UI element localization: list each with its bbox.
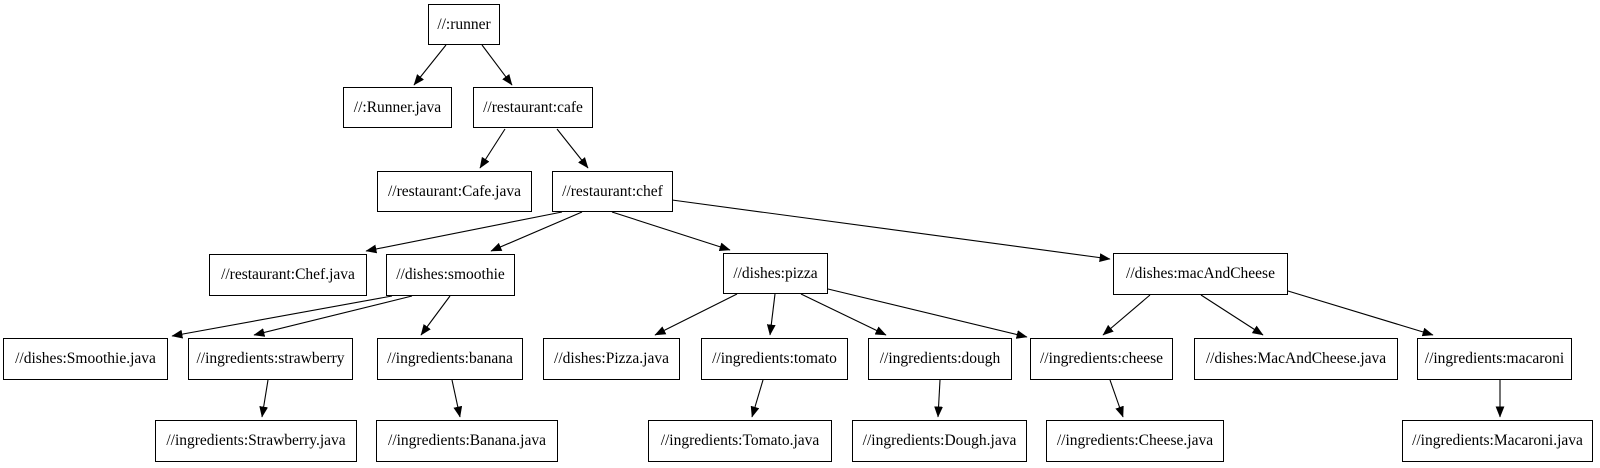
node-cheese: //ingredients:cheese [1030, 338, 1173, 380]
edge-dough-to-dough-java [934, 379, 943, 418]
edge-pizza-to-pizza-java [654, 293, 738, 336]
node-cafe-java: //restaurant:Cafe.java [377, 171, 532, 212]
edge-macandcheese-to-cheese [1102, 294, 1151, 336]
edge-smoothie-to-strawberry [253, 295, 413, 337]
node-strawberry: //ingredients:strawberry [188, 338, 353, 380]
node-macandcheese: //dishes:macAndCheese [1113, 253, 1288, 295]
node-macaroni-java: //ingredients:Macaroni.java [1402, 420, 1593, 462]
node-banana: //ingredients:banana [377, 338, 523, 380]
edge-smoothie-to-banana [420, 295, 451, 336]
edge-cafe-to-chef [556, 128, 589, 169]
node-cheese-java: //ingredients:Cheese.java [1046, 420, 1224, 462]
node-tomato-java: //ingredients:Tomato.java [648, 420, 832, 462]
node-runner: //:runner [428, 4, 500, 45]
node-runner-java: //:Runner.java [343, 87, 452, 128]
edge-strawberry-to-strawberry-java [259, 379, 269, 418]
edge-runner-to-runner-java [413, 44, 447, 86]
edge-pizza-to-dough [800, 293, 887, 336]
edge-chef-to-chef-java [365, 211, 563, 254]
node-cafe: //restaurant:cafe [473, 87, 593, 128]
node-chef: //restaurant:chef [552, 171, 673, 212]
node-smoothie: //dishes:smoothie [386, 254, 515, 296]
node-macaroni: //ingredients:macaroni [1417, 338, 1572, 380]
node-chef-java: //restaurant:Chef.java [209, 254, 367, 296]
node-pizza: //dishes:pizza [723, 253, 828, 294]
edge-smoothie-to-smoothie-java [171, 295, 393, 339]
node-macandcheese-java: //dishes:MacAndCheese.java [1194, 338, 1398, 380]
edge-tomato-to-tomato-java [750, 379, 764, 418]
edge-chef-to-macandcheese [671, 199, 1111, 262]
edge-cafe-to-cafe-java [479, 128, 506, 169]
edge-cheese-to-cheese-java [1109, 379, 1124, 418]
node-dough: //ingredients:dough [868, 338, 1012, 380]
edge-pizza-to-cheese [827, 288, 1028, 339]
node-strawberry-java: //ingredients:Strawberry.java [155, 420, 357, 462]
edge-pizza-to-tomato [766, 293, 776, 336]
node-banana-java: //ingredients:Banana.java [376, 420, 558, 462]
edge-banana-to-banana-java [451, 379, 463, 418]
node-dough-java: //ingredients:Dough.java [852, 420, 1027, 462]
edge-chef-to-smoothie [490, 211, 583, 252]
node-smoothie-java: //dishes:Smoothie.java [3, 338, 168, 380]
edge-macandcheese-to-macandcheese-java [1200, 294, 1264, 336]
edge-macandcheese-to-macaroni [1287, 290, 1434, 337]
edge-chef-to-pizza [611, 211, 731, 251]
node-tomato: //ingredients:tomato [701, 338, 848, 380]
edge-runner-to-cafe [481, 44, 513, 86]
node-pizza-java: //dishes:Pizza.java [543, 338, 680, 380]
